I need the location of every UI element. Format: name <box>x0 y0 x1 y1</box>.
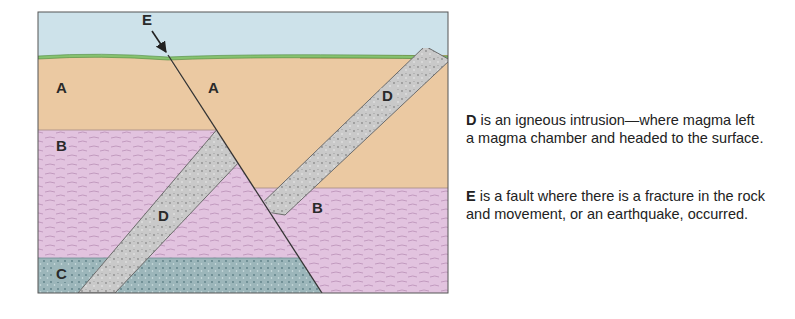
dike-right <box>255 46 448 215</box>
ground-surface <box>38 54 448 60</box>
fault-label: E <box>140 12 154 28</box>
note-text: D is an igneous intrusion—where magma le… <box>466 111 766 147</box>
dike-left <box>78 120 260 293</box>
section-border <box>38 12 448 293</box>
note-text: E is a fault where there is a fracture i… <box>466 187 766 223</box>
fault-line <box>168 55 322 293</box>
layer-c-left <box>38 258 322 293</box>
layer-label: C <box>54 266 69 282</box>
intrusion-label: D <box>380 88 395 104</box>
layer-label: A <box>206 80 221 96</box>
layer-boundary <box>38 258 299 259</box>
leader-arrow <box>152 31 166 52</box>
layer-boundary <box>38 130 217 131</box>
layer-label: B <box>310 200 325 216</box>
layer-label: A <box>54 80 69 96</box>
intrusion-label: D <box>156 208 171 224</box>
sky <box>38 12 448 58</box>
layer-label: B <box>54 138 69 154</box>
